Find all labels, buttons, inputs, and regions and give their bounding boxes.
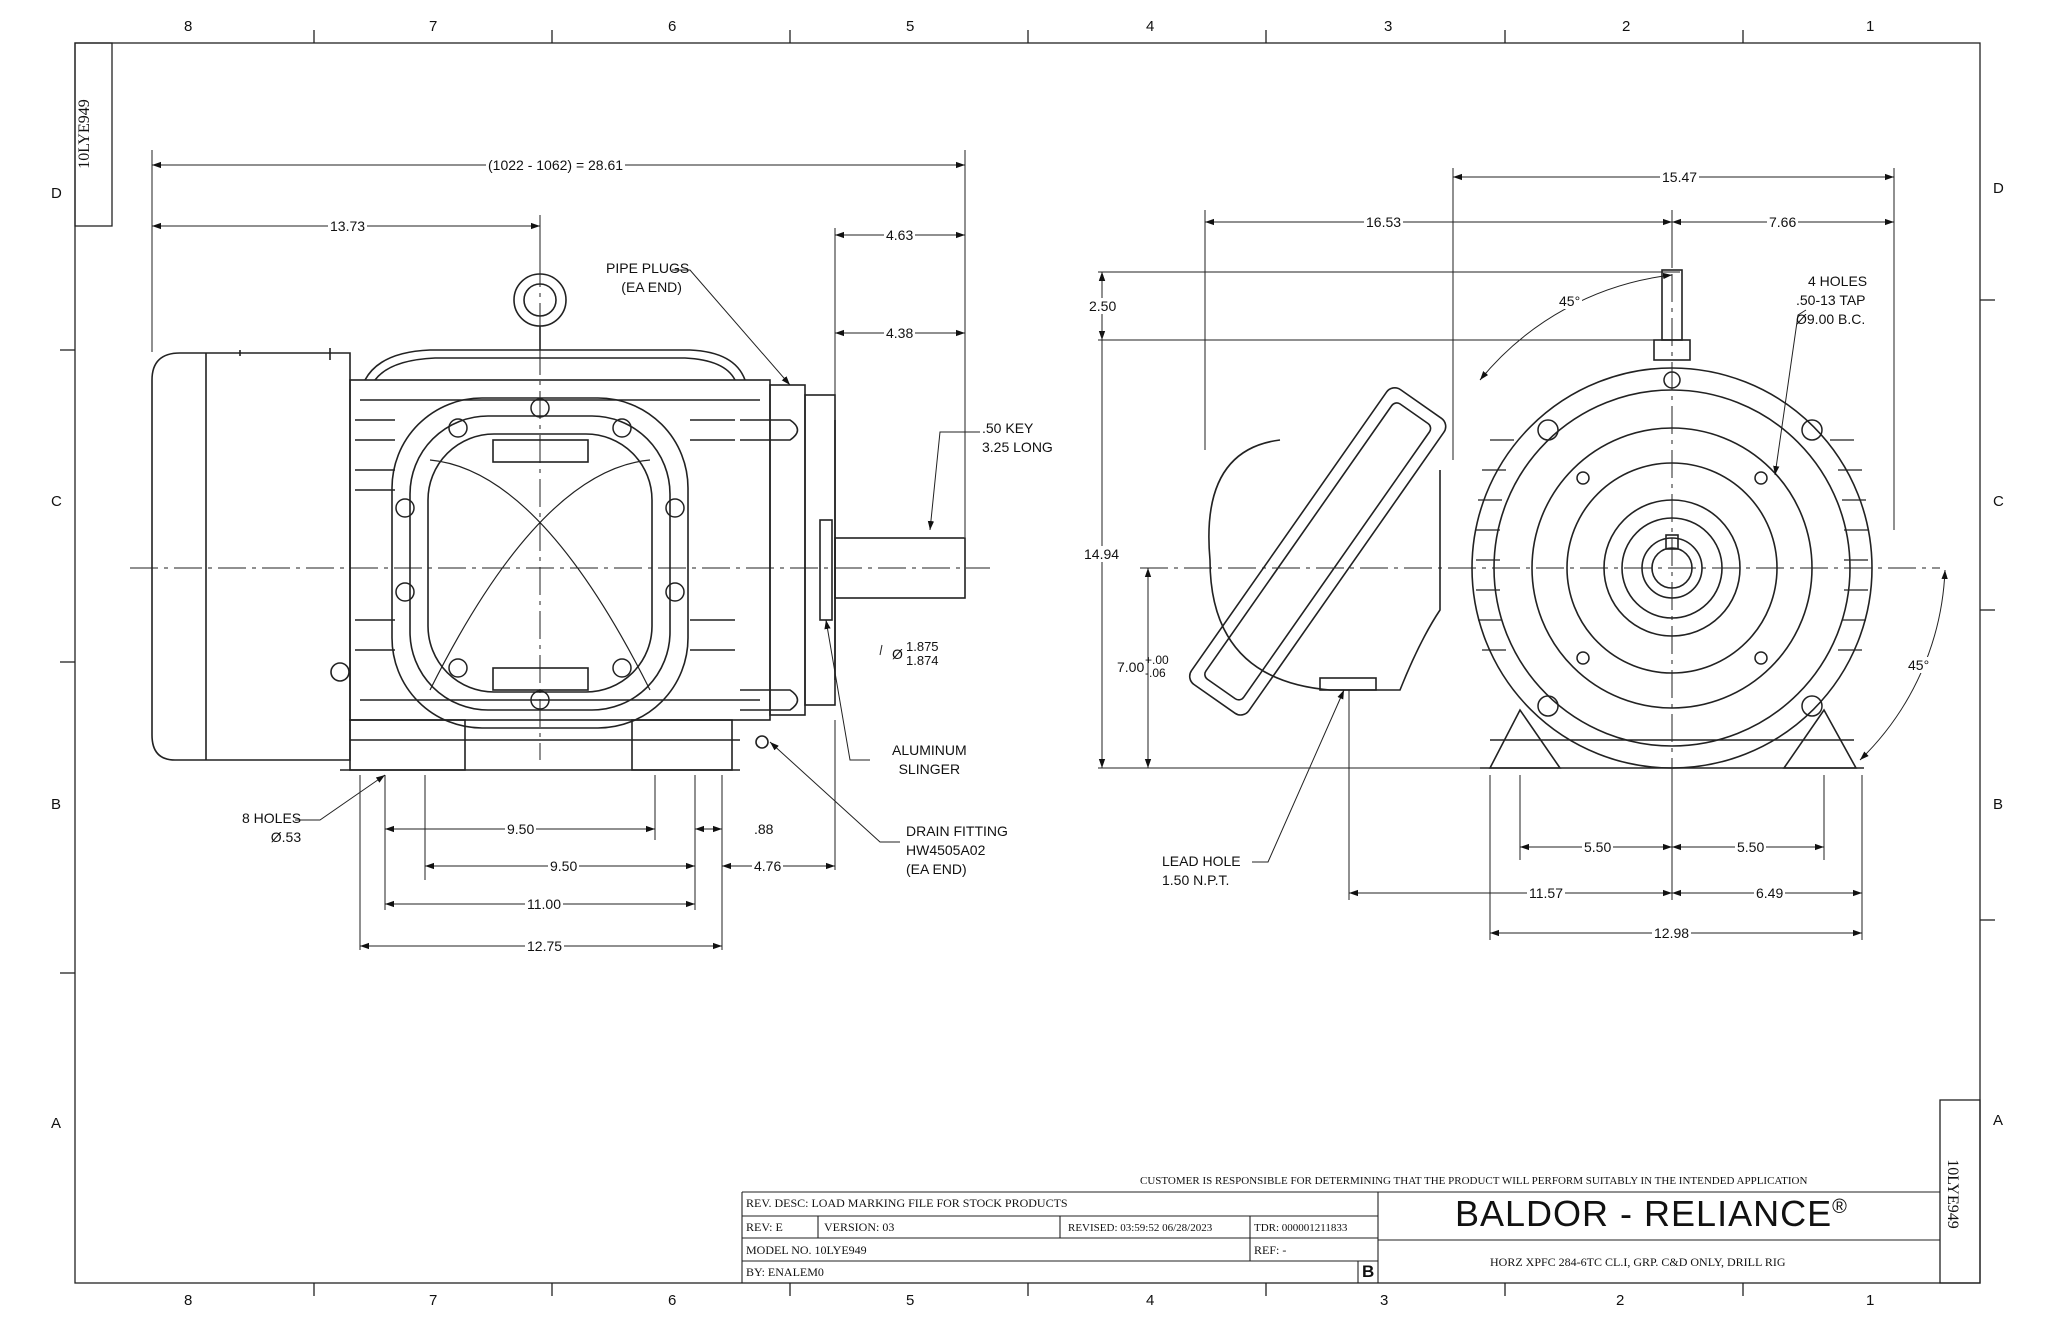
tol-minus: -.06 (1145, 666, 1166, 680)
zone-col-8-top: 8 (184, 18, 193, 35)
dim-13-73: 13.73 (328, 218, 368, 234)
zone-col-3-top: 3 (1384, 18, 1393, 35)
holes-line2: Ø.53 (270, 829, 302, 845)
drain-line3: (EA END) (906, 861, 967, 877)
model-number: MODEL NO. 10LYE949 (746, 1243, 867, 1257)
zone-row-b-left: B (51, 796, 62, 813)
tapped-line1: 4 HOLES (1808, 273, 1868, 289)
shaft-dia-lo: 1.874 (906, 653, 939, 668)
tapped-line3: Ø9.00 B.C. (1796, 311, 1866, 327)
dim-12-75: 12.75 (525, 938, 565, 954)
dim-2-50: 2.50 (1087, 298, 1119, 314)
key-line2: 3.25 LONG (982, 439, 1053, 455)
lead-line1: LEAD HOLE (1162, 853, 1241, 869)
zone-col-7-bottom: 7 (429, 1292, 438, 1309)
zone-col-6-top: 6 (668, 18, 677, 35)
dim-11-57: 11.57 (1527, 885, 1565, 901)
dim-9-50-upper: 9.50 (505, 821, 537, 837)
zone-row-b-right: B (1993, 796, 2004, 813)
angle-top-45: 45° (1557, 293, 1583, 309)
side-view-motor (130, 215, 990, 771)
dim-15-47: 15.47 (1660, 169, 1700, 185)
pipe-plugs-line2: (EA END) (621, 279, 682, 295)
dim-12-98: 12.98 (1652, 925, 1692, 941)
dim-7-00: 7.00 (1117, 659, 1145, 675)
tdr-field: TDR: 000001211833 (1254, 1222, 1348, 1234)
zone-col-2-top: 2 (1622, 18, 1631, 35)
title-block-lines (741, 1191, 1940, 1283)
diameter-symbol: Ø (892, 646, 903, 662)
ref-field: REF: - (1254, 1243, 1287, 1257)
registered-mark: ® (1832, 1196, 1848, 1218)
tol-plus: +.00 (1145, 653, 1169, 667)
zone-row-d-left: D (51, 185, 62, 202)
mounting-holes-label: 8 HOLES Ø.53 (242, 809, 301, 847)
zone-row-a-right: A (1993, 1112, 2004, 1129)
dim-6-49: 6.49 (1754, 885, 1786, 901)
zone-col-4-top: 4 (1146, 18, 1155, 35)
zone-col-3-bottom: 3 (1380, 1292, 1389, 1309)
zone-col-1-bottom: 1 (1866, 1292, 1875, 1309)
product-description: HORZ XPFC 284-6TC CL.I, GRP. C&D ONLY, D… (1490, 1255, 1786, 1269)
dim-0-88: .88 (752, 821, 776, 837)
end-view-dimensions (1098, 168, 1948, 940)
pipe-plugs-line1: PIPE PLUGS (606, 260, 690, 276)
zone-row-c-left: C (51, 493, 62, 510)
zone-row-d-right: D (1993, 180, 2004, 197)
dim-5-50-left: 5.50 (1582, 839, 1614, 855)
drain-line2: HW4505A02 (906, 842, 986, 858)
dim-4-38: 4.38 (884, 325, 916, 341)
key-label: .50 KEY 3.25 LONG (982, 419, 1053, 457)
aluminum-slinger-label: ALUMINUM SLINGER (892, 741, 967, 779)
brand-text: BALDOR - RELIANCE (1455, 1193, 1833, 1234)
zone-col-5-top: 5 (906, 18, 915, 35)
zone-col-1-top: 1 (1866, 18, 1875, 35)
drawing-id-top-left: 10LYE949 (75, 99, 93, 169)
dim-16-53: 16.53 (1364, 214, 1404, 230)
dim-4-63: 4.63 (884, 227, 916, 243)
sheet-size: B (1362, 1262, 1375, 1281)
zone-col-7-top: 7 (429, 18, 438, 35)
zone-col-4-bottom: 4 (1146, 1292, 1155, 1309)
holes-line1: 8 HOLES (242, 810, 302, 826)
lead-hole-label: LEAD HOLE 1.50 N.P.T. (1162, 852, 1241, 890)
zone-row-a-left: A (51, 1115, 62, 1132)
rev-description: REV. DESC: LOAD MARKING FILE FOR STOCK P… (746, 1196, 1068, 1210)
brand-name: BALDOR - RELIANCE® (1455, 1193, 1848, 1235)
dim-9-50-lower: 9.50 (548, 858, 580, 874)
sheet-border (60, 30, 1995, 1296)
angle-right-45: 45° (1906, 657, 1932, 673)
dim-5-50-right: 5.50 (1735, 839, 1767, 855)
drain-fitting-label: DRAIN FITTING HW4505A02 (EA END) (906, 822, 1008, 879)
rev-field: REV: E (746, 1220, 783, 1234)
overall-length-dim: (1022 - 1062) = 28.61 (486, 157, 626, 173)
pipe-plugs-label: PIPE PLUGS (EA END) (606, 259, 689, 297)
drawing-id-bottom-right: 10LYE949 (1943, 1159, 1961, 1229)
shaft-dia-hi: 1.875 (906, 639, 939, 654)
drain-line1: DRAIN FITTING (906, 823, 1008, 839)
tapped-line2: .50-13 TAP (1796, 292, 1866, 308)
zone-col-8-bottom: 8 (184, 1292, 193, 1309)
dim-7-66: 7.66 (1767, 214, 1799, 230)
lead-line2: 1.50 N.P.T. (1162, 872, 1230, 888)
by-field: BY: ENALEM0 (746, 1265, 824, 1279)
dim-11-00: 11.00 (525, 896, 563, 912)
revised-field: REVISED: 03:59:52 06/28/2023 (1068, 1222, 1213, 1234)
slinger-line1: ALUMINUM (892, 742, 967, 758)
tapped-holes-label: 4 HOLES .50-13 TAP Ø9.00 B.C. (1796, 272, 1867, 329)
dim-14-94: 14.94 (1082, 546, 1122, 562)
version-field: VERSION: 03 (824, 1220, 895, 1234)
key-line1: .50 KEY (982, 420, 1034, 436)
zone-col-6-bottom: 6 (668, 1292, 677, 1309)
disclaimer-text: CUSTOMER IS RESPONSIBLE FOR DETERMINING … (1140, 1175, 1808, 1187)
zone-col-5-bottom: 5 (906, 1292, 915, 1309)
slinger-line2: SLINGER (898, 761, 961, 777)
dim-4-76: 4.76 (752, 858, 784, 874)
zone-col-2-bottom: 2 (1616, 1292, 1625, 1309)
zone-row-c-right: C (1993, 493, 2004, 510)
